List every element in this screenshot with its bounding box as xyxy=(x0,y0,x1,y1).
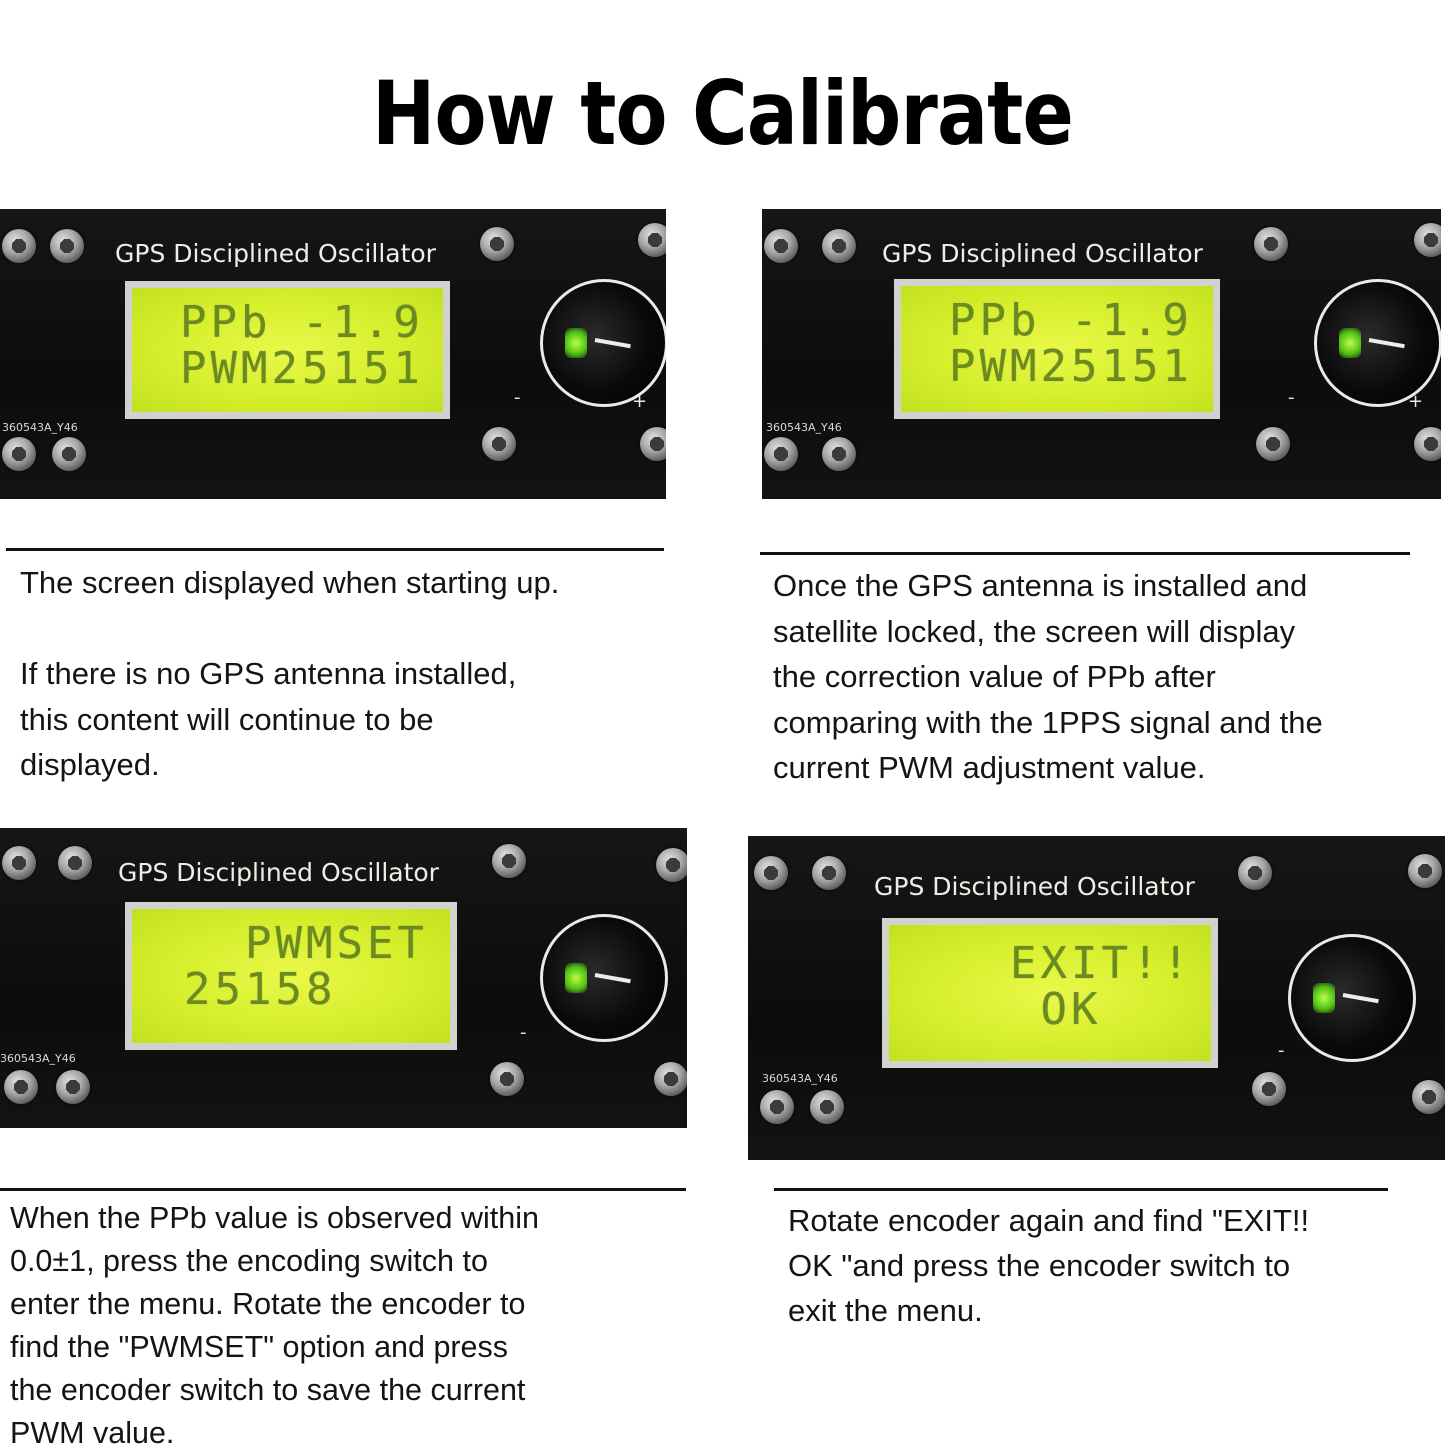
screw-icon xyxy=(654,1062,687,1096)
lcd-line-2: PWM25151 xyxy=(949,341,1193,392)
screw-icon xyxy=(52,437,86,471)
screw-icon xyxy=(2,229,36,263)
screw-icon xyxy=(482,427,516,461)
encoder-knob[interactable] xyxy=(1288,934,1416,1062)
screw-icon xyxy=(1414,223,1441,257)
minus-label: - xyxy=(1278,1040,1285,1061)
encoder-knob[interactable] xyxy=(540,914,668,1042)
device-photo-exit: GPS Disciplined Oscillator EXIT!! OK 360… xyxy=(748,836,1445,1160)
device-photo-locked: GPS Disciplined Oscillator PPb -1.9 PWM2… xyxy=(762,209,1441,499)
lcd-line-1: PPb -1.9 xyxy=(949,295,1193,346)
screw-icon xyxy=(4,1070,38,1104)
board-label: 360543A_Y46 xyxy=(762,1072,838,1085)
device-title: GPS Disciplined Oscillator xyxy=(882,239,1203,268)
screw-icon xyxy=(810,1090,844,1124)
screw-icon xyxy=(1252,1072,1286,1106)
description-startup: The screen displayed when starting up. I… xyxy=(20,565,560,782)
board-label: 360543A_Y46 xyxy=(0,1052,76,1065)
lcd-frame: PWMSET 25158 xyxy=(125,902,457,1050)
lcd-line-1: PWMSET xyxy=(184,918,428,969)
minus-label: - xyxy=(520,1022,527,1043)
divider xyxy=(760,552,1410,555)
screw-icon xyxy=(56,1070,90,1104)
divider xyxy=(0,1188,686,1191)
lcd-frame: PPb -1.9 PWM25151 xyxy=(125,281,450,419)
screw-icon xyxy=(764,229,798,263)
lcd-frame: PPb -1.9 PWM25151 xyxy=(894,279,1220,419)
board-label: 360543A_Y46 xyxy=(2,421,78,434)
lcd-frame: EXIT!! OK xyxy=(882,918,1218,1068)
description-pwmset: When the PPb value is observed within 0.… xyxy=(10,1201,539,1450)
screw-icon xyxy=(2,846,36,880)
device-photo-startup: GPS Disciplined Oscillator PPb -1.9 PWM2… xyxy=(0,209,666,499)
lcd-screen: PPb -1.9 PWM25151 xyxy=(132,288,443,412)
lcd-line-2: 25158 xyxy=(184,964,337,1015)
screw-icon xyxy=(656,848,687,882)
encoder-knob[interactable] xyxy=(1314,279,1441,407)
lcd-line-2: OK xyxy=(949,984,1102,1035)
description-exit: Rotate encoder again and find "EXIT!! OK… xyxy=(788,1203,1310,1328)
screw-icon xyxy=(492,844,526,878)
lcd-screen: EXIT!! OK xyxy=(889,925,1211,1061)
screw-icon xyxy=(480,227,514,261)
lcd-line-1: PPb -1.9 xyxy=(180,297,424,348)
device-title: GPS Disciplined Oscillator xyxy=(118,858,439,887)
screw-icon xyxy=(754,856,788,890)
screw-icon xyxy=(58,846,92,880)
lcd-screen: PWMSET 25158 xyxy=(132,909,450,1043)
screw-icon xyxy=(822,437,856,471)
lcd-line-1: EXIT!! xyxy=(949,938,1193,989)
screw-icon xyxy=(1408,854,1442,888)
encoder-knob[interactable] xyxy=(540,279,666,407)
screw-icon xyxy=(50,229,84,263)
lcd-line-2: PWM25151 xyxy=(180,343,424,394)
board-label: 360543A_Y46 xyxy=(766,421,842,434)
page-title: How to Calibrate xyxy=(372,62,1074,165)
screw-icon xyxy=(1256,427,1290,461)
screw-icon xyxy=(1412,1080,1445,1114)
divider xyxy=(6,548,664,551)
device-photo-pwmset: GPS Disciplined Oscillator PWMSET 25158 … xyxy=(0,828,687,1128)
screw-icon xyxy=(640,427,666,461)
screw-icon xyxy=(490,1062,524,1096)
screw-icon xyxy=(764,437,798,471)
screw-icon xyxy=(1254,227,1288,261)
plus-label: + xyxy=(1408,391,1424,412)
device-title: GPS Disciplined Oscillator xyxy=(115,239,436,268)
screw-icon xyxy=(1414,427,1441,461)
screw-icon xyxy=(822,229,856,263)
minus-label: - xyxy=(514,387,521,408)
lcd-screen: PPb -1.9 PWM25151 xyxy=(901,286,1213,412)
device-title: GPS Disciplined Oscillator xyxy=(874,872,1195,901)
screw-icon xyxy=(760,1090,794,1124)
minus-label: - xyxy=(1288,387,1295,408)
screw-icon xyxy=(1238,856,1272,890)
divider xyxy=(774,1188,1388,1191)
plus-label: + xyxy=(632,391,648,412)
screw-icon xyxy=(638,223,666,257)
screw-icon xyxy=(2,437,36,471)
screw-icon xyxy=(812,856,846,890)
description-locked: Once the GPS antenna is installed and sa… xyxy=(773,568,1323,785)
